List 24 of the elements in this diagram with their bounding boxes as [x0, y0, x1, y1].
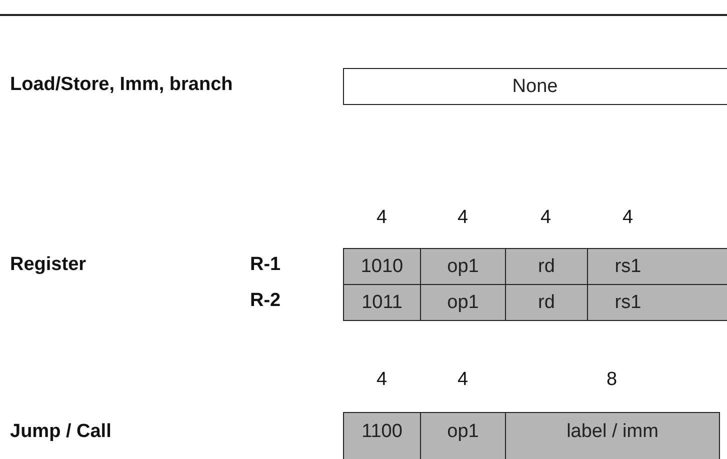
format-label: R-2	[250, 290, 281, 312]
bit-width: 4	[622, 207, 634, 229]
bit-field: rd	[505, 284, 588, 321]
format-field: None	[343, 68, 727, 105]
bit-width: 4	[376, 207, 388, 229]
format-field: label / imm	[505, 412, 720, 459]
bit-field: op1	[420, 412, 506, 459]
bit-field: rs1	[587, 248, 727, 285]
format-label: R-1	[250, 254, 281, 276]
bit-field: rs1	[587, 284, 727, 321]
row-label: Jump / Call	[10, 421, 112, 443]
bit-field: 1011	[343, 284, 421, 321]
bit-field: op1	[420, 248, 506, 285]
bit-field: op1	[420, 284, 506, 321]
bit-width: 4	[540, 207, 552, 229]
bit-width: 4	[458, 369, 468, 391]
bit-width: 4	[376, 369, 388, 391]
bit-field: rd	[505, 248, 588, 285]
bit-field: 1010	[343, 248, 421, 285]
row-label: Load/Store, Imm, branch	[10, 74, 233, 96]
bit-width: 8	[606, 369, 618, 391]
bit-field: 1100	[343, 412, 421, 459]
bit-width: 4	[458, 207, 468, 229]
row-label: Register	[10, 254, 86, 276]
